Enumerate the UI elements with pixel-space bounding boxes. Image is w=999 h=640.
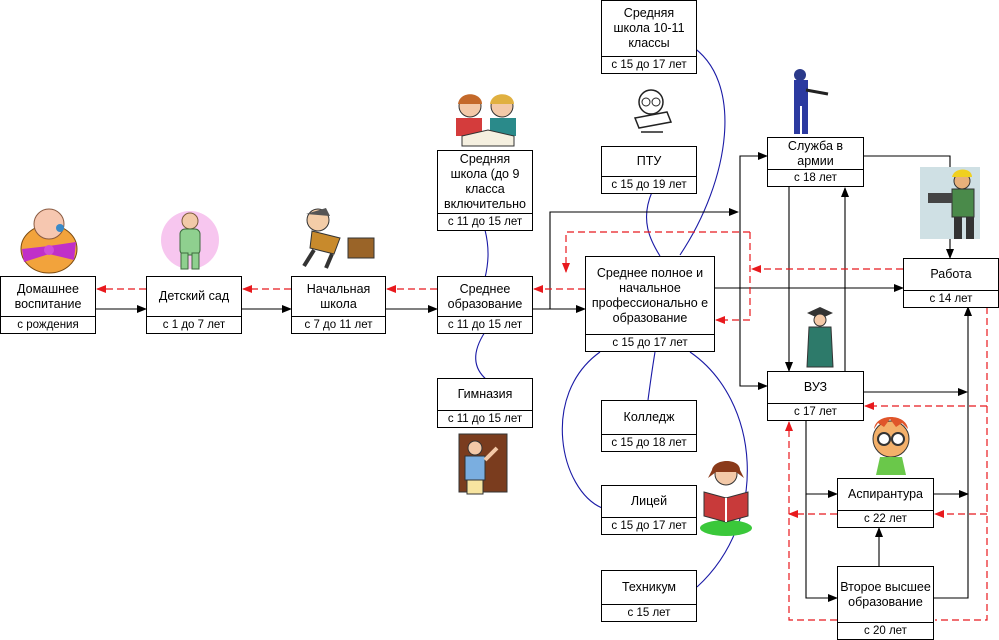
node-second: Второе высшее образование с 20 лет: [837, 566, 934, 640]
node-second-age: с 20 лет: [838, 622, 933, 639]
node-college-age: с 15 до 18 лет: [602, 434, 696, 451]
node-secondary-title: Среднее образование: [447, 281, 523, 311]
toddler-clipart: [161, 211, 219, 270]
reading-girl-clipart: [700, 461, 752, 536]
node-vuz-age: с 17 лет: [768, 403, 863, 420]
branch-curves: [475, 44, 748, 588]
curve-fullsec-college: [647, 351, 656, 401]
arrow-fullsec-vuz: [739, 288, 768, 390]
node-ptu-age: с 15 до 19 лет: [602, 176, 696, 193]
node-work-title: Работа: [930, 267, 972, 281]
node-technikum-title: Техникум: [621, 580, 677, 594]
node-primary-title: Начальная школа: [306, 281, 371, 311]
arrow-vuz-second: [805, 494, 838, 602]
scientist-clipart: [872, 417, 910, 475]
curve-middle9-secondary: [484, 229, 489, 279]
node-work: Работа с 14 лет: [903, 258, 999, 308]
node-army-title: Служба в армии: [787, 138, 844, 168]
node-lyceum-title: Лицей: [630, 494, 668, 508]
arrow-fullsec-army: [739, 152, 768, 288]
node-vuz: ВУЗ с 17 лет: [767, 371, 864, 421]
node-second-title: Второе высшее образование: [840, 579, 931, 609]
curve-secondary-gymnasium: [475, 331, 488, 381]
node-home-title: Домашнее воспитание: [14, 281, 82, 311]
node-kinder-title: Детский сад: [158, 289, 230, 303]
node-technikum: Техникум с 15 лет: [601, 570, 697, 622]
node-secondary: Среднее образование с 11 до 15 лет: [437, 276, 533, 334]
reading-kids-clipart: [456, 94, 516, 147]
node-primary-age: с 7 до 11 лет: [292, 316, 385, 333]
arrow-second-work: [933, 306, 972, 599]
worker-clipart: [920, 167, 980, 239]
node-fullsec-title: Среднее полное и начальное профессиональ…: [591, 265, 709, 325]
node-ptu-title: ПТУ: [636, 154, 662, 168]
node-gymnasium-title: Гимназия: [457, 387, 513, 401]
dashed-second-vuz: [785, 421, 837, 621]
arrow-secondary-army: [549, 208, 739, 309]
node-fullsec-age: с 15 до 17 лет: [586, 334, 714, 351]
node-work-age: с 14 лет: [904, 290, 998, 307]
node-army-age: с 18 лет: [768, 169, 863, 186]
soldier-clipart: [794, 69, 829, 134]
curve-ptu-fullsec: [645, 191, 661, 257]
dashed-vuz-fullsec: [715, 232, 751, 324]
arrow-vuz-aspirant: [805, 420, 838, 498]
graduate-clipart: [806, 307, 834, 368]
baby-clipart: [20, 208, 78, 274]
node-gymnasium-age: с 11 до 15 лет: [438, 410, 532, 427]
curve-school1011-fullsec: [679, 44, 726, 256]
node-vuz-title: ВУЗ: [803, 380, 828, 394]
dashed-work-vuz: [864, 307, 988, 410]
node-home: Домашнее воспитание с рождения: [0, 276, 96, 334]
node-school1011-age: с 15 до 17 лет: [602, 56, 696, 73]
node-lyceum: Лицей с 15 до 17 лет: [601, 485, 697, 535]
node-aspirant-title: Аспирантура: [847, 487, 924, 501]
node-middle9: Средняя школа (до 9 класса включительно …: [437, 150, 533, 231]
node-secondary-age: с 11 до 15 лет: [438, 316, 532, 333]
curve-fullsec-technikum: [689, 351, 748, 588]
node-lyceum-age: с 15 до 17 лет: [602, 517, 696, 534]
dashed-army-fullsec: [562, 231, 750, 273]
node-aspirant: Аспирантура с 22 лет: [837, 478, 934, 528]
node-school1011-title: Средняя школа 10-11 классы: [613, 6, 685, 50]
node-kinder: Детский сад с 1 до 7 лет: [146, 276, 242, 334]
reader-clipart: [633, 89, 673, 133]
node-ptu: ПТУ с 15 до 19 лет: [601, 146, 697, 194]
teacher-clipart: [458, 433, 508, 495]
dashed-right-vuz-down: [935, 406, 988, 621]
node-home-age: с рождения: [1, 316, 95, 333]
node-aspirant-age: с 22 лет: [838, 510, 933, 527]
node-fullsec: Среднее полное и начальное профессиональ…: [585, 256, 715, 352]
node-army: Служба в армии с 18 лет: [767, 137, 864, 187]
dashed-arrows: [96, 231, 988, 621]
node-gymnasium: Гимназия с 11 до 15 лет: [437, 378, 533, 428]
node-middle9-title: Средняя школа (до 9 класса включительно: [444, 152, 526, 211]
node-school1011: Средняя школа 10-11 классы с 15 до 17 ле…: [601, 0, 697, 74]
node-kinder-age: с 1 до 7 лет: [147, 316, 241, 333]
node-technikum-age: с 15 лет: [602, 604, 696, 621]
node-middle9-age: с 11 до 15 лет: [438, 213, 532, 230]
curve-fullsec-lyceum: [561, 351, 603, 509]
node-college: Колледж с 15 до 18 лет: [601, 400, 697, 452]
node-primary: Начальная школа с 7 до 11 лет: [291, 276, 386, 334]
node-college-title: Колледж: [623, 410, 675, 424]
solid-arrows: [95, 152, 972, 602]
schoolboy-clipart: [302, 208, 375, 269]
